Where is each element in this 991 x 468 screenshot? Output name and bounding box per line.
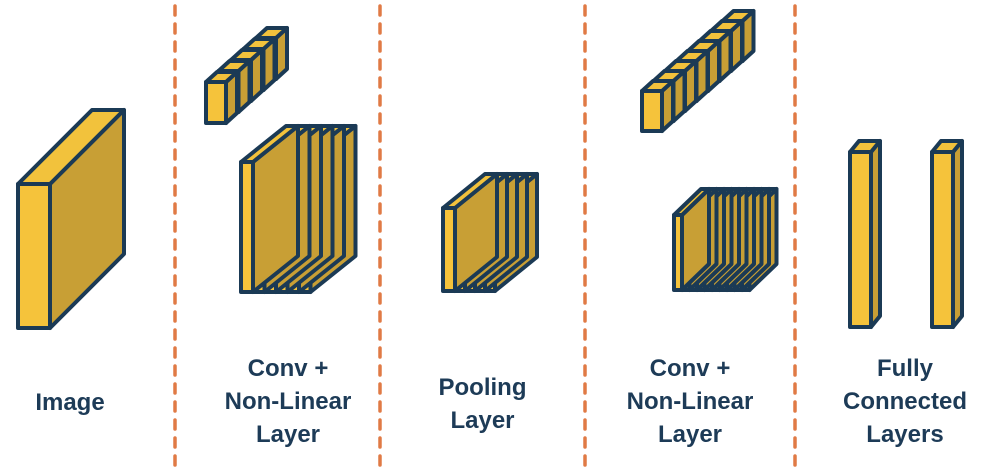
label-fully-connected-layers: Fully Connected Layers (842, 355, 967, 448)
conv2-feature-maps (672, 187, 779, 292)
pooling-block (441, 172, 539, 293)
image-block (16, 108, 126, 330)
conv1-filter-row-slice-1 (204, 70, 239, 125)
conv2-feature-maps-slice-1 (672, 187, 711, 292)
label-conv-layer-1: Conv + Non-Linear Layer (224, 355, 352, 448)
label-pooling-layer: Pooling Layer (438, 374, 527, 434)
conv2-filter-row (640, 9, 756, 133)
conv2-filter-row-slice-1 (640, 79, 675, 133)
conv1-feature-maps-slice-1 (239, 124, 300, 294)
fc-layer-2 (930, 139, 964, 329)
layer-blocks (16, 9, 964, 330)
section-dividers (173, 4, 797, 468)
label-image: Image (35, 389, 105, 416)
conv1-filter-row (204, 26, 289, 125)
pooling-block-slice-1 (441, 172, 499, 293)
label-conv-layer-2: Conv + Non-Linear Layer (626, 355, 754, 448)
conv1-feature-maps (239, 124, 358, 294)
fc-layer-1 (848, 139, 882, 329)
